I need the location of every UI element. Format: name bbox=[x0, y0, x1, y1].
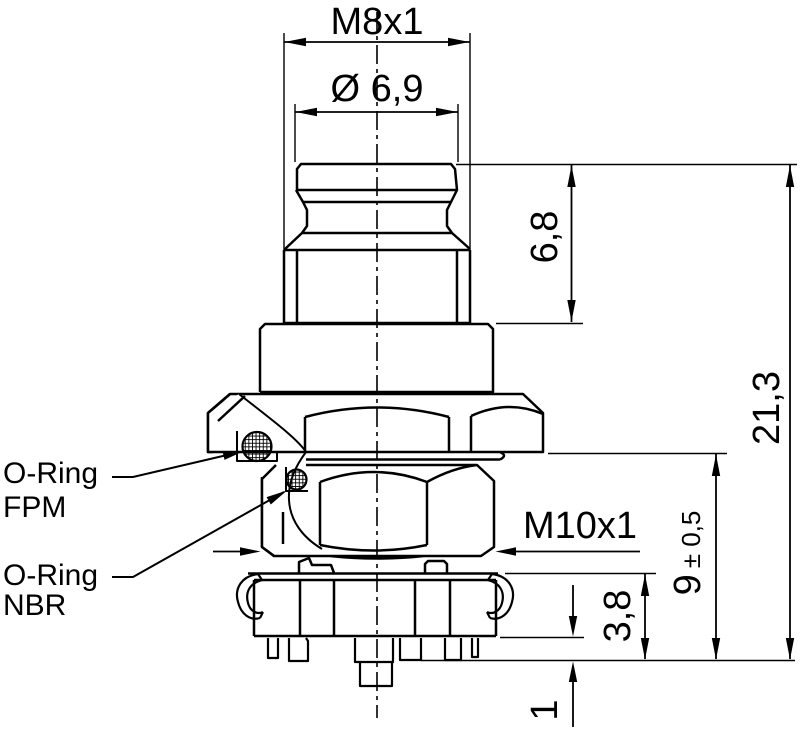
arrow-right bbox=[448, 37, 470, 47]
dim-1: 1 bbox=[500, 585, 584, 727]
arrow-down bbox=[640, 638, 650, 660]
solder-pins bbox=[266, 637, 480, 688]
arrow-up bbox=[711, 454, 721, 476]
dim-m10x1-label: M10x1 bbox=[523, 505, 637, 547]
oring-nbr-seal bbox=[285, 468, 308, 491]
leader-arrow bbox=[222, 451, 244, 460]
latch-tabs bbox=[297, 556, 449, 574]
dim-21-3: 21,3 bbox=[746, 165, 795, 660]
dim-9-value: 9 bbox=[667, 574, 709, 595]
plug-profile bbox=[282, 162, 472, 325]
oring-nbr-label: O-Ring bbox=[3, 559, 98, 592]
arrow-down bbox=[785, 638, 795, 660]
spring-clips bbox=[235, 572, 515, 620]
dim-6-8-label: 6,8 bbox=[524, 211, 566, 264]
connector-outline bbox=[206, 162, 545, 688]
arrow-up bbox=[567, 165, 576, 187]
arrow-up bbox=[640, 574, 650, 596]
callout-oring-nbr: O-Ring NBR bbox=[3, 490, 287, 622]
dim-3-8: 3,8 bbox=[505, 572, 656, 660]
oring-fpm-label: O-Ring bbox=[3, 457, 98, 490]
oring-nbr-material: NBR bbox=[3, 589, 66, 622]
mount-thread-body bbox=[260, 463, 496, 560]
dim-1-label: 1 bbox=[524, 699, 566, 720]
dim-m8x1-label: M8x1 bbox=[331, 1, 424, 43]
arrow-up bbox=[785, 165, 795, 187]
body-profile bbox=[258, 322, 495, 394]
oring-fpm-material: FPM bbox=[3, 491, 66, 524]
dim-9-label: 9 ± 0,5 bbox=[667, 511, 709, 596]
arrow-down bbox=[567, 300, 576, 322]
arrow-up bbox=[568, 661, 578, 682]
flange bbox=[248, 572, 498, 638]
arrow-down bbox=[568, 616, 578, 637]
leader-arrow bbox=[266, 490, 287, 505]
dim-diameter-6-9: Ø 6,9 bbox=[294, 68, 459, 162]
callout-oring-fpm: O-Ring FPM bbox=[3, 451, 244, 524]
dim-9: 9 ± 0,5 bbox=[548, 452, 727, 660]
arrow-right bbox=[240, 547, 261, 556]
arrow-left bbox=[495, 547, 516, 556]
arrow-left bbox=[284, 37, 306, 47]
dim-9-tolerance: ± 0,5 bbox=[676, 511, 706, 569]
arrow-right bbox=[436, 107, 458, 117]
arrow-left bbox=[295, 107, 317, 117]
hex-nut bbox=[206, 392, 545, 454]
dim-diameter-label: Ø 6,9 bbox=[331, 68, 424, 110]
seal-washer bbox=[306, 450, 506, 461]
dim-m8x1: M8x1 bbox=[283, 1, 471, 250]
oring-fpm-seal bbox=[241, 430, 273, 463]
arrow-down bbox=[711, 638, 721, 660]
dim-6-8: 6,8 bbox=[496, 165, 583, 325]
dim-m10x1: M10x1 bbox=[213, 505, 640, 556]
cutaway-redrawn-edges bbox=[206, 393, 306, 557]
dim-3-8-label: 3,8 bbox=[597, 590, 639, 643]
dim-21-3-label: 21,3 bbox=[746, 371, 788, 445]
reference-lines bbox=[421, 163, 797, 662]
